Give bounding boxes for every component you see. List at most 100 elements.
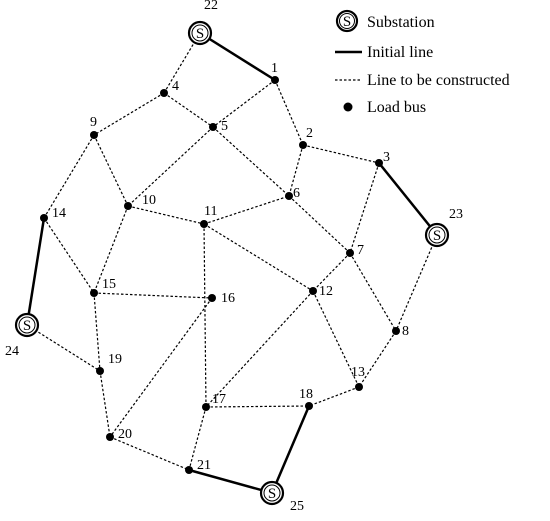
candidate-line-23-8 (395, 234, 438, 332)
bus-label-25: 25 (290, 499, 304, 514)
bus-label-13: 13 (351, 365, 365, 380)
bus-label-24: 24 (5, 344, 19, 359)
bus-label-14: 14 (52, 206, 66, 221)
load-bus-7: 7 (346, 243, 364, 258)
initial-line-22-1 (199, 31, 276, 82)
load-bus-dot (355, 383, 363, 391)
substation-24: S 24 (5, 312, 40, 359)
load-bus-8: 8 (392, 324, 409, 339)
load-bus-12: 12 (309, 284, 333, 299)
candidate-line-6-7 (288, 195, 351, 254)
load-bus-dot (202, 403, 210, 411)
load-bus-dot (309, 287, 317, 295)
load-bus-10: 10 (124, 193, 156, 210)
bus-label-20: 20 (118, 427, 132, 442)
candidate-line-11-17 (203, 223, 207, 408)
load-bus-dot (106, 433, 114, 441)
substation-22: S22 (187, 0, 218, 46)
candidate-line-19-20 (99, 370, 111, 438)
load-bus-dot (208, 294, 216, 302)
legend: S Substation Initial line Line to be con… (335, 9, 510, 116)
bus-label-7: 7 (357, 243, 364, 258)
bus-label-5: 5 (221, 119, 228, 134)
candidate-line-17-18 (205, 405, 310, 408)
candidate-line-2-3 (302, 144, 380, 164)
load-bus-20: 20 (106, 427, 132, 442)
legend-substation: S Substation (335, 9, 435, 33)
substation-symbol: S (268, 486, 276, 502)
load-bus-dot (271, 76, 279, 84)
initial-line-3-23 (378, 162, 438, 236)
candidate-line-4-5 (163, 92, 214, 128)
load-bus-dot (96, 367, 104, 375)
load-bus-dot (305, 402, 313, 410)
load-bus-dot (185, 466, 193, 474)
candidate-line-4-9 (93, 92, 165, 136)
load-bus-dot (209, 123, 217, 131)
substation-symbol: S (23, 318, 31, 334)
load-bus-dot (299, 141, 307, 149)
initial-line-21-25 (188, 468, 273, 495)
bus-label-4: 4 (172, 79, 179, 94)
bus-label-16: 16 (221, 291, 235, 306)
bus-label-23: 23 (449, 207, 463, 222)
candidate-line-9-10 (93, 134, 129, 207)
legend-load-bus-label: Load bus (367, 99, 426, 116)
lines-layer (25, 31, 438, 495)
load-bus-5: 5 (209, 119, 228, 134)
legend-load-bus: Load bus (343, 99, 426, 116)
bus-label-10: 10 (142, 193, 156, 208)
candidate-line-17-21 (188, 406, 207, 471)
bus-label-3: 3 (383, 150, 390, 165)
load-bus-21: 21 (185, 458, 211, 474)
bus-label-9: 9 (90, 115, 97, 130)
load-bus-19: 19 (96, 352, 122, 375)
load-bus-dot (285, 192, 293, 200)
load-bus-dot (90, 131, 98, 139)
substation-25: S 25 (259, 480, 304, 514)
bus-label-17: 17 (212, 392, 226, 407)
candidate-line-15-16 (93, 292, 213, 299)
load-bus-dot (375, 159, 383, 167)
candidate-line-11-6 (203, 195, 290, 225)
initial-line-18-25 (270, 405, 311, 494)
load-bus-18: 18 (299, 387, 313, 410)
bus-label-11: 11 (204, 204, 217, 219)
load-bus-4: 4 (160, 79, 179, 97)
candidate-line-5-6 (212, 126, 290, 197)
candidate-line-7-8 (349, 252, 397, 332)
substation-23: S 23 (424, 207, 463, 248)
substation-symbol: S (433, 228, 441, 244)
bus-label-15: 15 (102, 277, 116, 292)
legend-load-bus-icon (343, 102, 353, 112)
legend-initial-line: Initial line (335, 44, 433, 61)
legend-initial-line-label: Initial line (367, 44, 433, 61)
candidate-line-1-5 (212, 79, 276, 128)
substation-symbol: S (196, 26, 204, 42)
candidate-line-12-17 (205, 290, 314, 408)
load-bus-dot (346, 249, 354, 257)
candidate-line-24-19 (26, 324, 101, 372)
candidate-line-1-2 (274, 79, 304, 146)
bus-label-6: 6 (293, 186, 300, 201)
load-bus-16: 16 (208, 291, 235, 306)
candidate-line-8-13 (358, 330, 397, 388)
load-bus-3: 3 (375, 150, 390, 167)
candidate-line-16-20 (109, 297, 213, 438)
candidate-line-15-19 (93, 292, 101, 372)
load-bus-dot (160, 89, 168, 97)
candidate-line-10-11 (127, 205, 205, 225)
bus-label-21: 21 (197, 458, 211, 473)
load-bus-dot (40, 214, 48, 222)
bus-label-1: 1 (271, 61, 278, 76)
bus-label-19: 19 (108, 352, 122, 367)
candidate-line-3-7 (349, 162, 380, 254)
load-bus-17: 17 (202, 392, 226, 411)
bus-label-18: 18 (299, 387, 313, 402)
bus-label-8: 8 (402, 324, 409, 339)
load-bus-2: 2 (299, 126, 313, 149)
candidate-line-20-21 (109, 436, 190, 471)
load-bus-11: 11 (200, 204, 217, 228)
legend-candidate-line: Line to be constructed (335, 72, 510, 89)
